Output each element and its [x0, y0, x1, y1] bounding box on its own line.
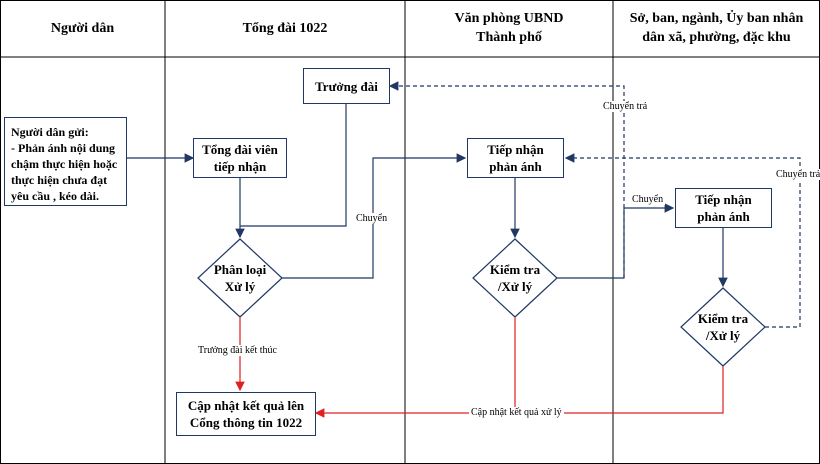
edge-return-head — [388, 81, 625, 278]
lane-header-citizen: Người dân — [50, 20, 115, 36]
lane-header-city-office: Văn phòng UBND Thành phố — [454, 11, 564, 45]
edge-return-office — [564, 153, 801, 328]
office-check-label: Kiểm tra /Xử lý — [489, 262, 541, 294]
edge-head-classify — [240, 104, 347, 227]
update-portal-box: Cập nhật kết quả lên Cổng thông tin 1022 — [176, 392, 316, 436]
edge-label-return-top: Chuyển trả — [601, 101, 650, 112]
edge-label-transfer: Chuyển — [354, 213, 390, 224]
edge-label-transfer-dept: Chuyển — [630, 194, 666, 205]
edge-office-update — [314, 317, 516, 418]
head-operator-box: Trưởng đài — [303, 68, 390, 104]
lane-header-switchboard: Tổng đài 1022 — [242, 20, 328, 36]
lane-header-departments: Sở, ban, ngành, Ủy ban nhân dân xã, phườ… — [629, 11, 804, 45]
office-receive-box: Tiếp nhận phản ánh — [467, 138, 564, 178]
edge-label-return-right: Chuyển trả — [774, 169, 820, 180]
dept-receive-box: Tiếp nhận phản ánh — [675, 188, 772, 228]
edge-dept-update — [515, 366, 724, 414]
edge-label-update-result: Cập nhật kết quả xử lý — [469, 407, 564, 418]
dept-check-label: Kiểm tra /Xử lý — [697, 311, 749, 343]
citizen-submission-box: Người dân gửi: - Phản ánh nội dung chậm … — [4, 117, 127, 206]
operator-receive-box: Tổng đài viên tiếp nhận — [193, 138, 287, 178]
classify-label: Phân loại Xử lý — [213, 262, 267, 294]
edge-office-dept — [557, 203, 675, 279]
edge-label-head-end: Trưởng đài kết thúc — [196, 345, 279, 356]
